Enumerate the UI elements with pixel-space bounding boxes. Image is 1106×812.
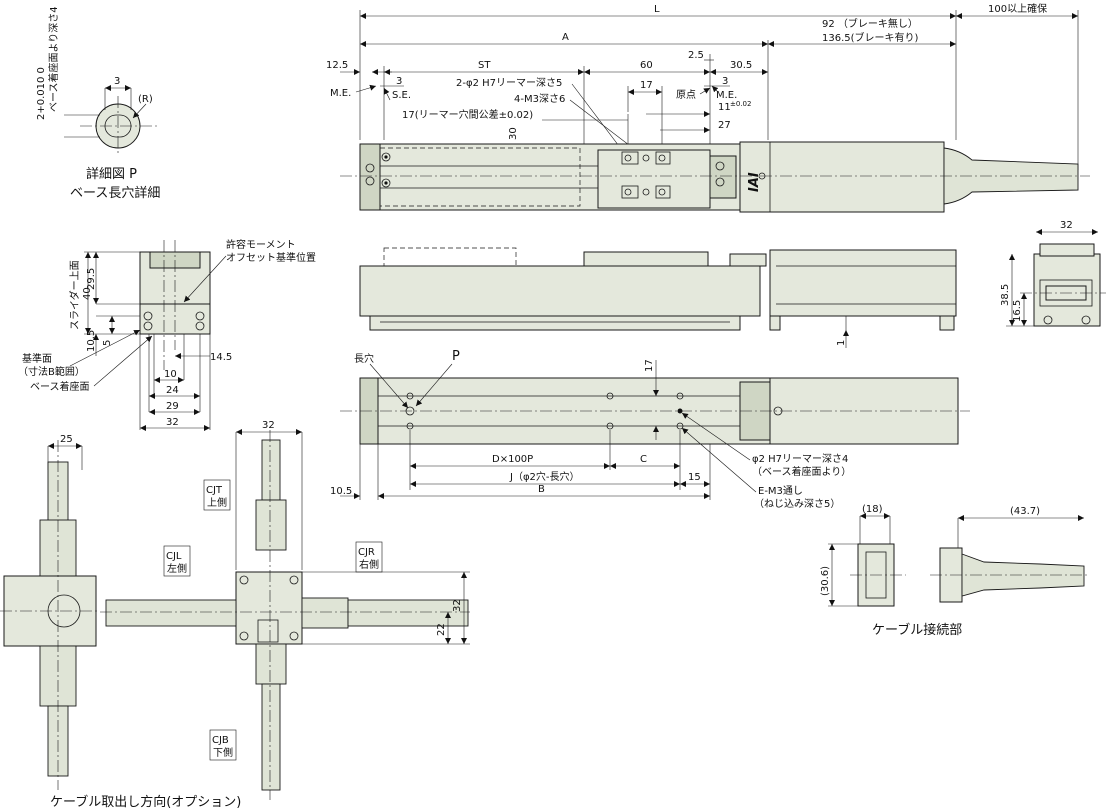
dim-1: 1	[836, 340, 847, 346]
end-view: 32 38.5 16.5	[1000, 220, 1106, 327]
note-moment-2: オフセット基準位置	[226, 251, 316, 264]
dim-B: B	[538, 484, 545, 495]
dim-29: 29	[166, 401, 179, 412]
logo-iai: IAI	[747, 172, 762, 192]
dim-17-bottom: 17	[644, 359, 655, 372]
label-bottom-reamer-1: φ2 H7リーマー深さ4	[752, 453, 848, 465]
detail-title-1: 詳細図 P	[86, 166, 137, 182]
slider-side	[583, 251, 709, 267]
dim-38-5: 38.5	[1000, 284, 1011, 306]
dim-43-7: (43.7)	[1010, 506, 1040, 517]
label-base-face: ベース着座面	[30, 380, 90, 393]
detail-depth-tol: 2+0.010 0	[36, 67, 47, 120]
dim-32-end: 32	[1060, 220, 1073, 231]
label-cjr-code: CJR	[358, 547, 375, 558]
dim-L: L	[654, 4, 660, 15]
dim-10-5: 10.5	[86, 330, 97, 352]
center-housing	[235, 571, 303, 645]
caption-connector: ケーブル接続部	[872, 622, 962, 638]
dim-15: 15	[688, 472, 701, 483]
front-section: 許容モーメント オフセット基準位置 40 スライダー上面 29.5 10.5 5…	[18, 238, 316, 431]
actuator-body-side	[359, 265, 761, 317]
dim-16-5: 16.5	[1012, 300, 1023, 322]
label-reamer: 2-φ2 H7リーマー深さ5	[456, 77, 562, 89]
label-cjt-side: 上側	[207, 496, 227, 509]
label-me-left: M.E.	[330, 88, 351, 99]
dim-30-6: (30.6)	[820, 566, 831, 596]
dim-60: 60	[640, 60, 653, 71]
label-cjl-code: CJL	[166, 551, 182, 562]
dim-2-5: 2.5	[688, 50, 704, 61]
dim-29-5: 29.5	[86, 268, 97, 290]
dim-25: 25	[60, 434, 73, 445]
detail-width: 3	[114, 76, 120, 87]
label-bottom-reamer-2: （ベース着座面より）	[752, 465, 851, 478]
dim-92: 92 （ブレーキ無し）	[822, 17, 918, 30]
dim-30-5: 30.5	[730, 60, 752, 71]
detail-radius: (R)	[138, 94, 153, 105]
dim-32-side: 32	[452, 599, 463, 612]
dim-3-right: 3	[722, 76, 728, 87]
bottom-view: 長穴 P 17 D×100P C J（φ2穴-長穴） 15 10.5 B φ2 …	[330, 349, 970, 510]
label-origin: 原点	[676, 89, 696, 101]
motor-side	[769, 249, 957, 317]
dim-C: C	[640, 454, 647, 465]
dim-30: 30	[508, 127, 519, 140]
motor-top	[739, 141, 945, 213]
label-thru-1: E-M3通し	[758, 485, 803, 497]
dim-12-5: 12.5	[326, 60, 348, 71]
dim-10: 10	[164, 369, 177, 380]
detail-depth-note: ベース着座面より深さ4	[47, 6, 60, 112]
label-cjr-side: 右側	[359, 558, 379, 571]
dim-40: 40	[82, 287, 93, 300]
dim-18: (18)	[862, 504, 883, 515]
dim-11-tol: ±0.02	[730, 100, 751, 108]
dim-5: 5	[102, 340, 113, 346]
slider-top	[597, 149, 711, 209]
dim-136-5: 136.5(ブレーキ有り)	[822, 31, 919, 44]
dim-ST: ST	[478, 60, 491, 71]
label-m3: 4-M3深さ6	[514, 93, 565, 105]
dim-10-5-bottom: 10.5	[330, 486, 352, 497]
dim-32-front: 32	[166, 417, 179, 428]
label-me-right: M.E.	[716, 90, 737, 101]
dim-17-top: 17	[640, 80, 653, 91]
dim-14-5: 14.5	[210, 352, 232, 363]
label-pitch-tol: 17(リーマー穴間公差±0.02)	[402, 108, 533, 121]
label-P: P	[452, 349, 460, 364]
dim-A: A	[562, 32, 569, 43]
dim-32-top: 32	[262, 420, 275, 431]
label-cjl-side: 左側	[167, 562, 187, 575]
label-cjb-code: CJB	[212, 735, 229, 746]
label-ref-face: 基準面	[22, 352, 52, 365]
cable-connector: (18) (30.6) (43.7) ケーブル接続部	[820, 504, 1090, 638]
label-slot: 長穴	[354, 352, 374, 365]
label-ref-range: （寸法B範囲）	[18, 365, 85, 378]
dim-dxp: D×100P	[492, 454, 533, 465]
caption-cable-options: ケーブル取出し方向(オプション)	[50, 794, 241, 810]
label-slider-top: スライダー上面	[68, 260, 81, 330]
side-view: 1	[359, 247, 957, 348]
dim-22: 22	[436, 623, 447, 636]
dim-3-left: 3	[396, 76, 402, 87]
detail-title-2: ベース長穴詳細	[70, 185, 160, 201]
dim-clearance: 100以上確保	[988, 2, 1047, 15]
dim-11: 11	[718, 102, 731, 113]
label-cjb-side: 下側	[213, 746, 233, 759]
top-view: L 100以上確保 92 （ブレーキ無し） 136.5(ブレーキ有り) A 12…	[326, 2, 1090, 213]
label-se: S.E.	[392, 90, 411, 101]
label-thru-2: （ねじ込み深さ5）	[754, 498, 840, 510]
dim-24: 24	[166, 385, 179, 396]
detail-p: 2+0.010 0 ベース着座面より深さ4 3 (R) 詳細図 P ベース長穴詳…	[36, 6, 160, 201]
note-moment-1: 許容モーメント	[226, 238, 296, 251]
cable-options: 25 32 32 22 CJT 上側	[0, 420, 470, 810]
dim-J: J（φ2穴-長穴）	[509, 470, 580, 483]
label-cjt-code: CJT	[206, 485, 223, 496]
dim-27: 27	[718, 120, 731, 131]
